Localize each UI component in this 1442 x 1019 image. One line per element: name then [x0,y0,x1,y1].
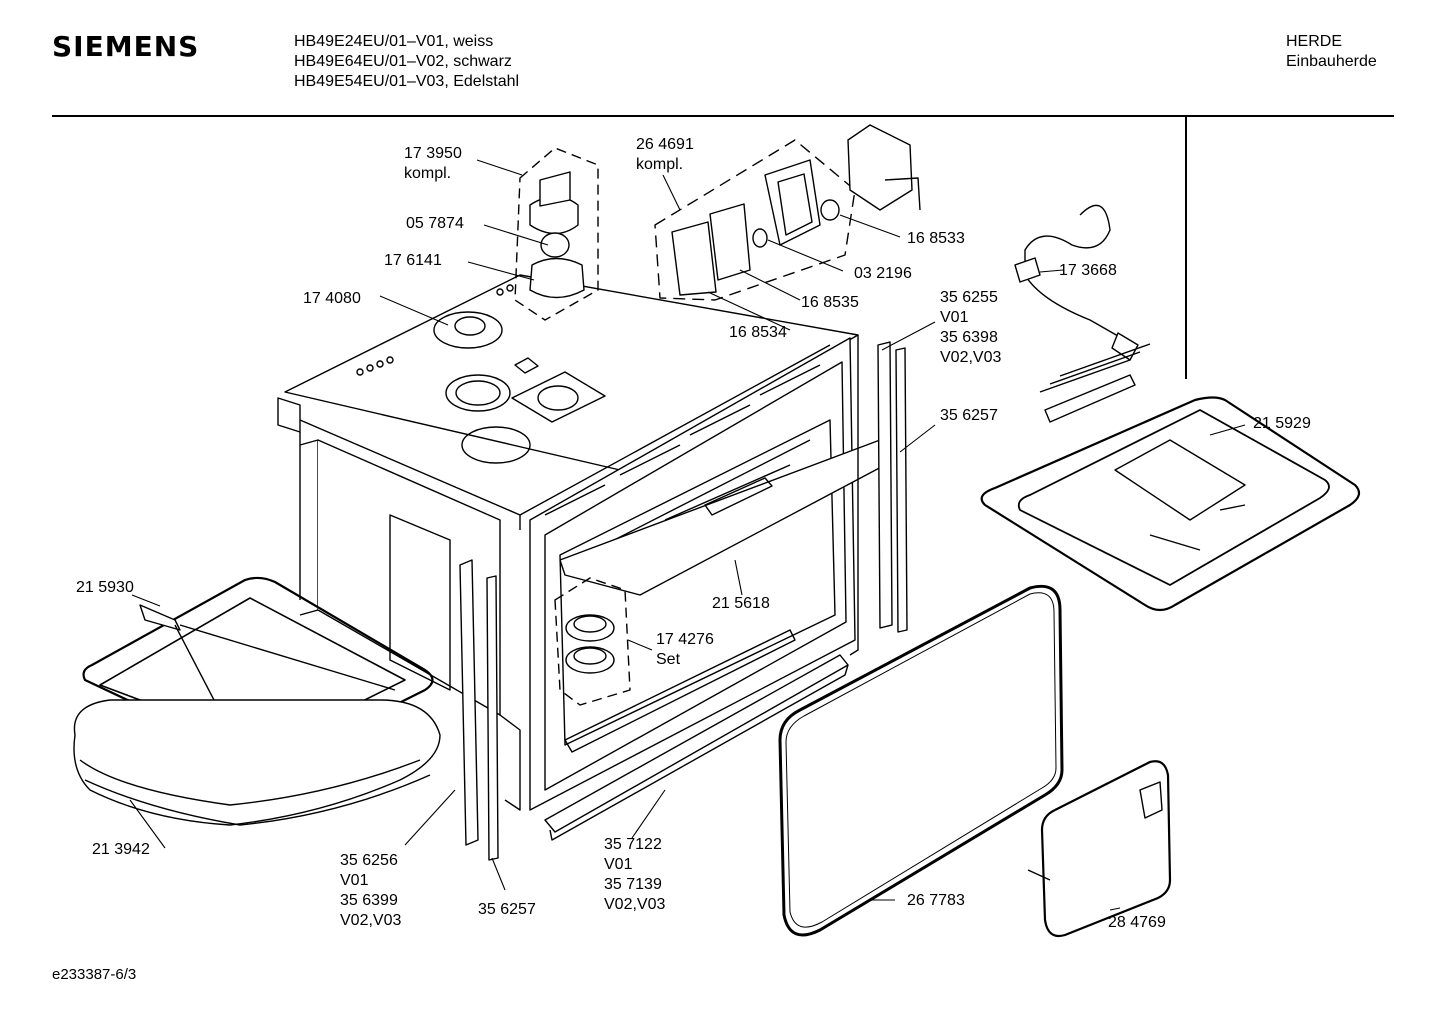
part-note: V01 [340,872,369,889]
door-seal [778,584,1064,937]
part-number: 21 5618 [712,595,770,612]
top-heating-element [980,343,1361,612]
part-label-213942: 21 3942 [92,840,150,860]
temperature-sensor [1014,204,1139,361]
part-note: V02,V03 [604,896,666,913]
part-label-264691: 26 4691 kompl. [636,135,694,175]
part-label-168535: 16 8535 [801,293,859,313]
bottom-trim-strip [544,654,849,841]
part-note: V02,V03 [940,349,1002,366]
model-line: HB49E24EU/01–V01, weiss [294,33,494,50]
thermostat-assembly [514,147,599,321]
part-number: 35 6257 [940,407,998,424]
section-divider [1185,115,1187,379]
part-label-215618: 21 5618 [712,594,770,614]
header-divider [52,115,1394,117]
part-note: V01 [940,309,969,326]
part-number: 35 7122 [604,836,662,853]
oven-housing [277,274,886,811]
part-number: 21 5929 [1253,415,1311,432]
model-list: HB49E24EU/01–V01, weiss HB49E64EU/01–V02… [294,32,519,92]
insulation-mat [73,699,441,826]
part-note: kompl. [404,165,452,182]
part-number: 26 4691 [636,136,694,153]
part-number: 35 7139 [604,876,662,893]
part-label-356255: 35 6255 V01 35 6398 V02,V03 [940,288,1001,368]
knob-seat [433,311,503,349]
leader-lines [129,159,1246,911]
part-number: 17 3950 [404,145,462,162]
part-number: 28 4769 [1108,914,1166,931]
category-line: HERDE [1286,33,1343,50]
part-number: 17 4276 [656,631,714,648]
brand-logo: SIEMENS [52,30,200,63]
side-rails [459,341,908,861]
part-label-215930: 21 5930 [76,578,134,598]
appliance-category: HERDE Einbauherde [1286,32,1377,72]
drawing-id: e233387-6/3 [52,966,137,983]
part-number: 35 6398 [940,329,998,346]
part-label-057874: 05 7874 [406,214,464,234]
part-number: 35 6399 [340,892,398,909]
part-label-168534: 16 8534 [729,323,787,343]
part-number: 21 5930 [76,579,134,596]
part-label-284769: 28 4769 [1108,913,1166,933]
lamp-assembly [654,124,921,301]
part-label-267783: 26 7783 [907,891,965,911]
door-frame [1027,760,1172,938]
part-label-357122: 35 7122 V01 35 7139 V02,V03 [604,835,665,915]
part-label-032196: 03 2196 [854,264,912,284]
part-number: 21 3942 [92,841,150,858]
part-number: 35 6256 [340,852,398,869]
category-line: Einbauherde [1286,53,1377,70]
part-number: 35 6255 [940,289,998,306]
part-label-215929: 21 5929 [1253,414,1311,434]
part-label-168533: 16 8533 [907,229,965,249]
part-number: 16 8535 [801,294,859,311]
part-note: V02,V03 [340,912,402,929]
vent-set [554,577,631,706]
part-number: 17 6141 [384,252,442,269]
part-label-176141: 17 6141 [384,251,442,271]
part-label-173950: 17 3950 kompl. [404,144,462,184]
part-number: 16 8534 [729,324,787,341]
part-number: 26 7783 [907,892,965,909]
part-number: 16 8533 [907,230,965,247]
part-label-356257-right: 35 6257 [940,406,998,426]
model-line: HB49E64EU/01–V02, schwarz [294,53,512,70]
part-note: V01 [604,856,633,873]
part-number: 17 3668 [1059,262,1117,279]
part-note: kompl. [636,156,684,173]
part-label-356256: 35 6256 V01 35 6399 V02,V03 [340,851,401,931]
part-label-174080: 17 4080 [303,289,361,309]
part-number: 17 4080 [303,290,361,307]
part-number: 03 2196 [854,265,912,282]
part-number: 05 7874 [406,215,464,232]
part-number: 35 6257 [478,901,536,918]
part-label-356257-left: 35 6257 [478,900,536,920]
model-line: HB49E54EU/01–V03, Edelstahl [294,73,520,90]
part-label-174276: 17 4276 Set [656,630,714,670]
part-label-173668: 17 3668 [1059,261,1117,281]
part-note: Set [656,651,681,668]
